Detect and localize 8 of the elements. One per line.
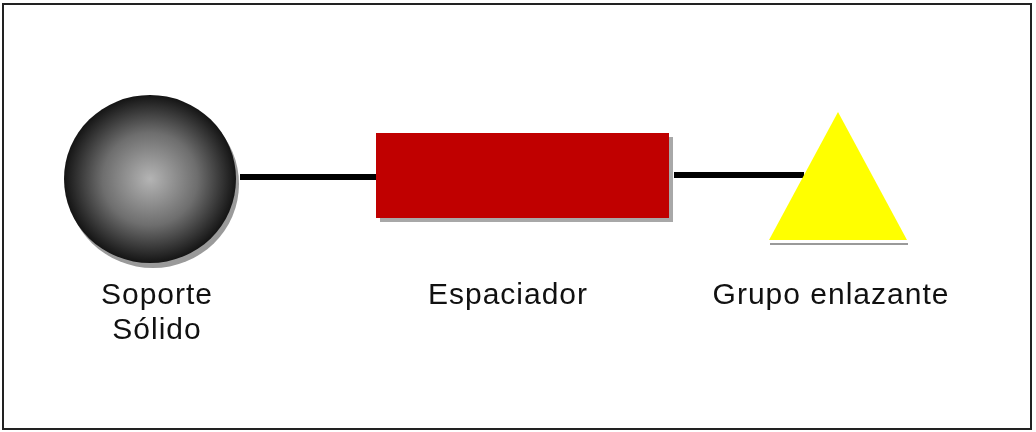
node-label: Espaciador	[426, 276, 590, 311]
connector-line	[240, 174, 376, 180]
triangle-shape	[769, 112, 909, 246]
node-label: Grupo enlazante	[711, 276, 951, 311]
sphere-shape	[64, 95, 240, 269]
node-label: Soporte Sólido	[99, 276, 215, 346]
spacer-bar	[376, 133, 674, 223]
connector-line	[674, 172, 805, 178]
